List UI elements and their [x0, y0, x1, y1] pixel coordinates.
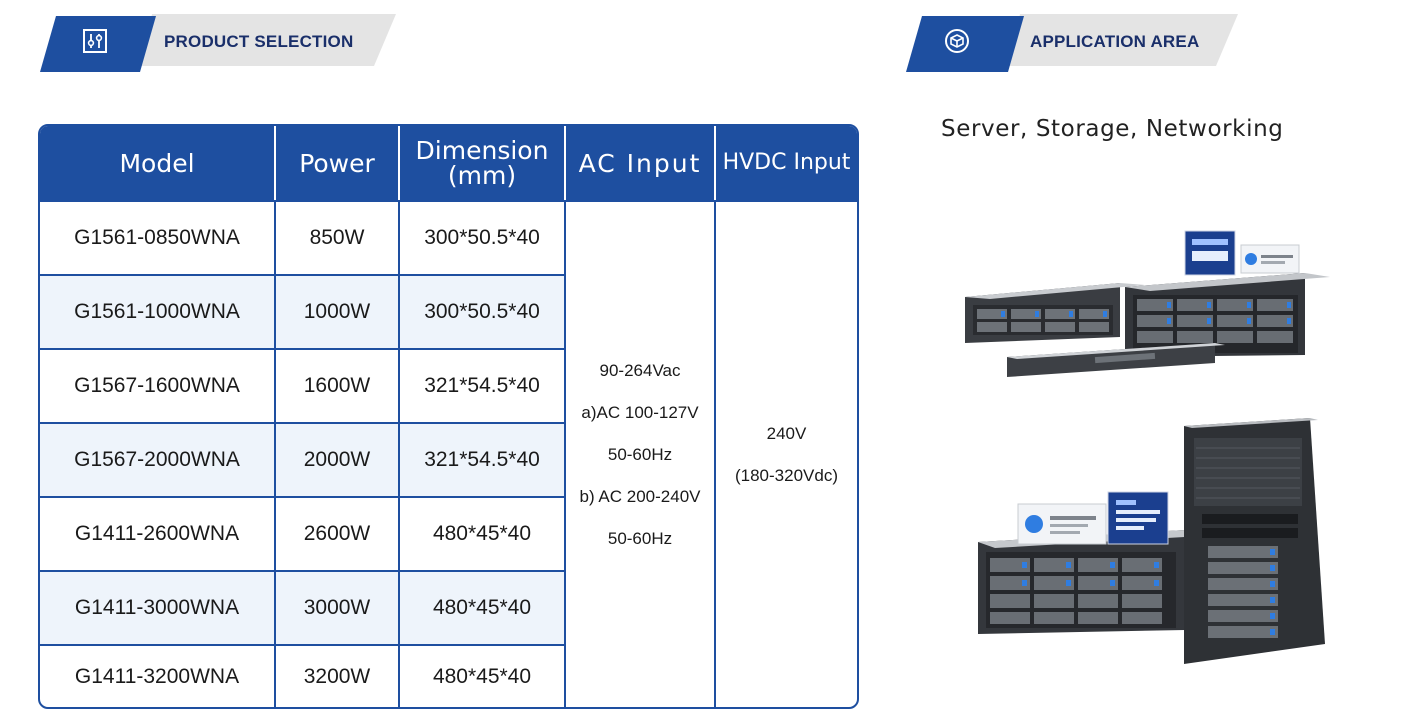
row-divider — [40, 422, 564, 424]
product-table: Model Power Dimension (mm) AC Input HVDC… — [38, 124, 859, 709]
ac-input-line: 50-60Hz — [607, 528, 673, 548]
hvdc-input-line: (180-320Vdc) — [734, 465, 838, 485]
column-divider — [564, 200, 566, 707]
model-cell: G1411-2600WNA — [74, 522, 240, 545]
ac-input-cell: 90-264Vac a)AC 100-127V 50-60Hz b) AC 20… — [566, 202, 714, 707]
header-model: Model — [119, 148, 195, 178]
application-area-title: APPLICATION AREA — [1030, 32, 1200, 51]
dimension-cell: 480*45*40 — [432, 522, 532, 545]
dimension-cell: 480*45*40 — [432, 664, 532, 688]
model-cell: G1411-3200WNA — [74, 664, 240, 688]
column-divider — [398, 200, 400, 707]
dimension-cell: 321*54.5*40 — [400, 424, 564, 496]
dimension-cell: 321*54.5*40 — [424, 374, 540, 397]
ac-input-line: 90-264Vac — [599, 360, 681, 380]
hvdc-input-cell: 240V (180-320Vdc) — [716, 202, 857, 707]
header-dimension-label: Dimension — [415, 136, 549, 165]
column-divider — [714, 200, 716, 707]
table-row: G1561-0850WNA 850W 300*50.5*40 — [40, 202, 857, 274]
power-cell: 850W — [309, 226, 365, 249]
banner-accent — [906, 16, 1024, 72]
header-divider — [564, 126, 566, 200]
table-row: G1411-3200WNA 3200W 480*45*40 — [40, 646, 857, 707]
row-divider — [40, 274, 564, 276]
application-text: Server, Storage, Networking — [941, 116, 1284, 142]
dimension-cell: 480*45*40 — [400, 572, 564, 644]
hvdc-input-line: 240V — [766, 423, 807, 443]
table-row: G1561-1000WNA 1000W 300*50.5*40 — [40, 276, 857, 348]
banner-accent — [40, 16, 156, 72]
ac-input-line: a)AC 100-127V — [581, 402, 699, 422]
banner-background — [140, 14, 396, 66]
row-divider — [40, 200, 857, 202]
row-divider — [40, 644, 564, 646]
banner-background — [1008, 14, 1238, 66]
row-divider — [40, 570, 564, 572]
table-row: G1411-2600WNA 2600W 480*45*40 — [40, 498, 857, 570]
model-cell: G1561-1000WNA — [40, 276, 274, 348]
header-power: Power — [299, 148, 375, 178]
row-divider — [40, 348, 564, 350]
product-selection-banner: PRODUCT SELECTION — [40, 14, 400, 70]
model-cell: G1411-3000WNA — [40, 572, 274, 644]
header-ac-input: AC Input — [578, 148, 702, 178]
table-row: G1567-2000WNA 2000W 321*54.5*40 — [40, 424, 857, 496]
rack-server-image — [965, 230, 1330, 377]
ac-input-line: b) AC 200-240V — [579, 486, 701, 506]
tower-server-image — [978, 418, 1325, 664]
power-cell: 3000W — [276, 572, 398, 644]
model-cell: G1567-1600WNA — [74, 374, 240, 397]
power-cell: 2000W — [276, 424, 398, 496]
column-divider — [274, 200, 276, 707]
dimension-cell: 300*50.5*40 — [400, 276, 564, 348]
model-cell: G1561-0850WNA — [74, 226, 240, 249]
row-divider — [40, 496, 564, 498]
table-row: G1567-1600WNA 1600W 321*54.5*40 — [40, 350, 857, 422]
table-header-row: Model Power Dimension (mm) AC Input HVDC… — [40, 126, 857, 200]
cube-icon — [944, 28, 970, 54]
ac-input-line: 50-60Hz — [607, 444, 673, 464]
model-cell: G1567-2000WNA — [40, 424, 274, 496]
power-cell: 1000W — [276, 276, 398, 348]
product-selection-title: PRODUCT SELECTION — [164, 32, 354, 51]
dimension-cell: 300*50.5*40 — [424, 226, 540, 249]
header-hvdc-input: HVDC Input — [722, 150, 851, 175]
power-cell: 1600W — [303, 374, 371, 397]
power-cell: 3200W — [303, 664, 371, 688]
header-divider — [398, 126, 400, 200]
power-cell: 2600W — [303, 522, 371, 545]
header-divider — [714, 126, 716, 200]
header-dimension: Dimension (mm) — [400, 126, 564, 200]
table-row: G1411-3000WNA 3000W 480*45*40 — [40, 572, 857, 644]
application-area-banner: APPLICATION AREA — [906, 14, 1242, 70]
sliders-icon — [82, 28, 108, 54]
header-divider — [274, 126, 276, 200]
header-dimension-unit: (mm) — [447, 161, 517, 190]
